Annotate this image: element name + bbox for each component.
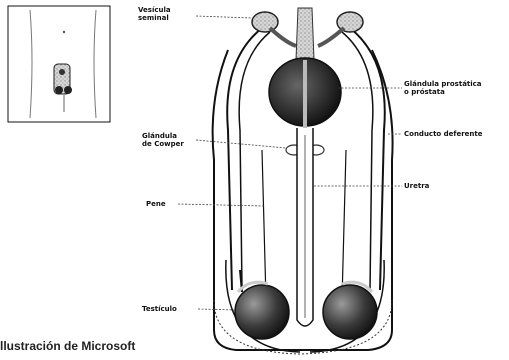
label-cowper: Glándula de Cowper [142, 132, 184, 148]
label-prostata-line1: Glándula prostática [404, 80, 482, 88]
label-vesicula-line1: Vesícula [138, 6, 171, 14]
label-testiculo: Testículo [142, 305, 177, 313]
label-conducto-deferente: Conducto deferente [404, 130, 483, 138]
label-uretra: Uretra [404, 182, 429, 190]
label-cowper-line2: de Cowper [142, 140, 184, 148]
label-pene: Pene [146, 200, 166, 208]
label-vesicula-seminal: Vesícula seminal [138, 6, 171, 22]
label-cowper-line1: Glándula [142, 132, 184, 140]
image-caption: llustración de Microsoft [0, 339, 135, 353]
inset-thumbnail [8, 6, 110, 122]
label-vesicula-line2: seminal [138, 14, 171, 22]
label-prostata: Glándula prostática o próstata [404, 80, 482, 96]
reproductive-system-illustration [213, 8, 393, 354]
label-prostata-line2: o próstata [404, 88, 482, 96]
